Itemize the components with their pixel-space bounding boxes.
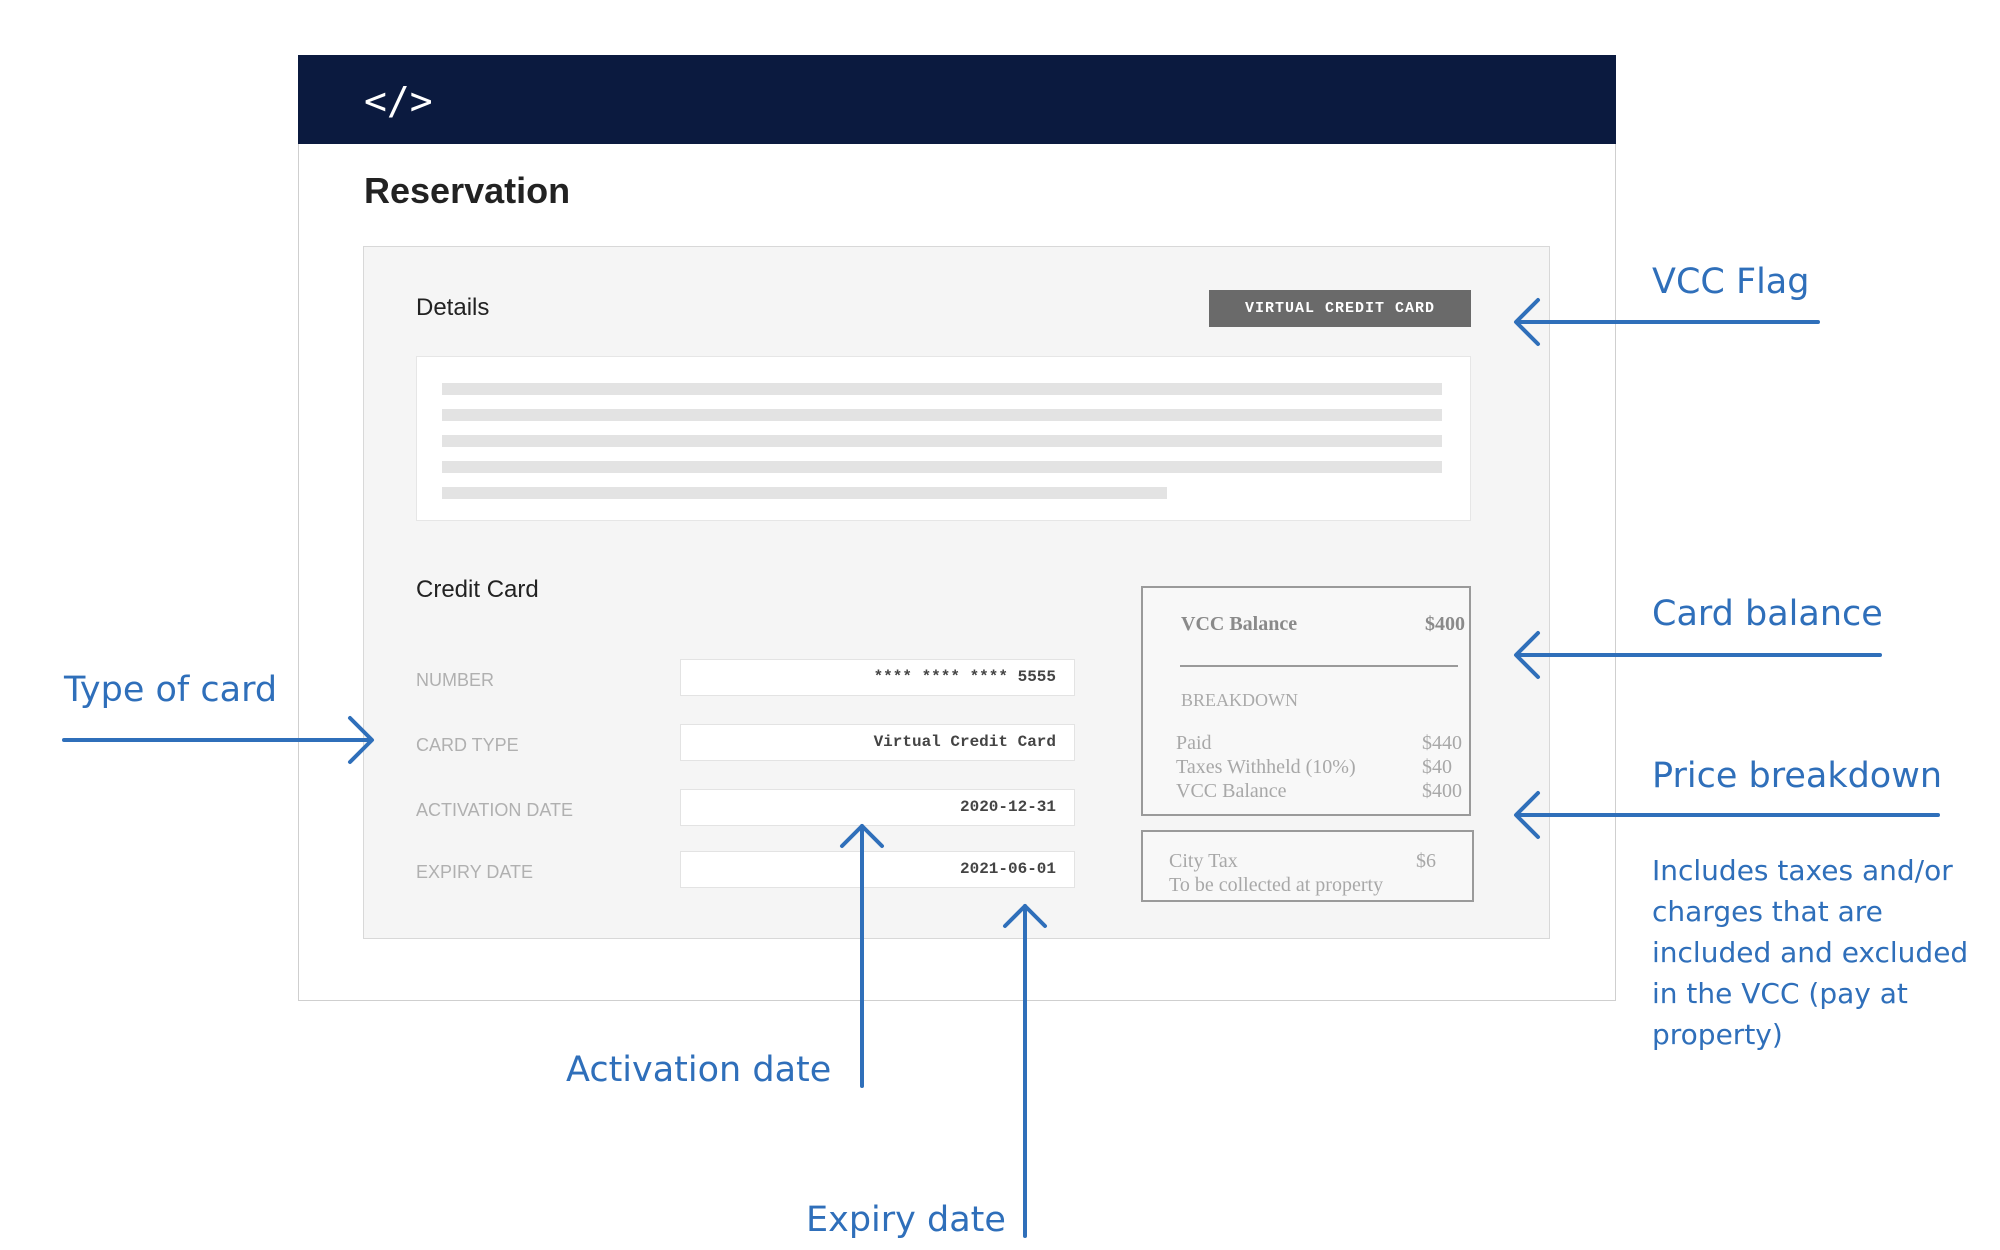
annotation-activation-date: Activation date [566, 1050, 832, 1090]
breakdown-row-label: Paid [1176, 732, 1212, 754]
placeholder-line [442, 461, 1442, 473]
annotation-type-of-card: Type of card [64, 670, 278, 710]
annotation-expiry-date: Expiry date [806, 1200, 1006, 1240]
breakdown-row-label: Taxes Withheld (10%) [1176, 756, 1356, 778]
breakdown-row-amount: $40 [1422, 756, 1452, 778]
breakdown-heading: BREAKDOWN [1181, 690, 1298, 710]
card-type-label: CARD TYPE [416, 735, 519, 755]
placeholder-line [442, 435, 1442, 447]
code-icon: </> [364, 79, 433, 123]
card-balance-arrowhead [1514, 631, 1540, 679]
breakdown-row-label: VCC Balance [1176, 780, 1287, 802]
vcc-flag-arrowhead [1514, 298, 1540, 346]
expiry-date-arrowhead [1003, 904, 1047, 928]
placeholder-line [442, 383, 1442, 395]
number-label: NUMBER [416, 670, 495, 690]
card-type-field[interactable]: Virtual Credit Card [680, 724, 1075, 761]
activation-date-label: ACTIVATION DATE [416, 800, 574, 820]
number-field[interactable]: **** **** **** 5555 [680, 659, 1075, 696]
vcc-balance-label: VCC Balance [1181, 613, 1298, 635]
city-tax-label: City Tax [1169, 850, 1238, 872]
city-tax-note: To be collected at property [1169, 874, 1384, 896]
placeholder-line [442, 409, 1442, 421]
breakdown-row-amount: $440 [1422, 732, 1462, 754]
expiry-date-label: EXPIRY DATE [416, 862, 534, 882]
city-tax-box [1141, 830, 1474, 902]
details-heading: Details [416, 294, 490, 321]
vcc-balance-amount: $400 [1425, 613, 1465, 635]
expiry-date-field[interactable]: 2021-06-01 [680, 851, 1075, 888]
credit-card-heading: Credit Card [416, 576, 539, 603]
breakdown-row-amount: $400 [1422, 780, 1462, 802]
type-of-card-arrowhead [348, 716, 374, 764]
annotation-card-balance: Card balance [1652, 594, 1883, 634]
annotation-vcc-flag: VCC Flag [1652, 262, 1810, 302]
price-breakdown-arrowhead [1514, 791, 1540, 839]
annotation-price-breakdown-note: Includes taxes and/or charges that are i… [1652, 854, 1969, 1051]
placeholder-line [442, 487, 1167, 499]
city-tax-amount: $6 [1416, 850, 1436, 872]
activation-date-arrowhead [840, 824, 884, 848]
page-title: Reservation [364, 170, 571, 211]
vcc-flag-badge: VIRTUAL CREDIT CARD [1209, 290, 1471, 327]
app-header [298, 55, 1616, 144]
activation-date-field[interactable]: 2020-12-31 [680, 789, 1075, 826]
balance-divider [1180, 665, 1458, 667]
balance-box [1141, 586, 1471, 816]
annotation-price-breakdown: Price breakdown [1652, 756, 1943, 796]
